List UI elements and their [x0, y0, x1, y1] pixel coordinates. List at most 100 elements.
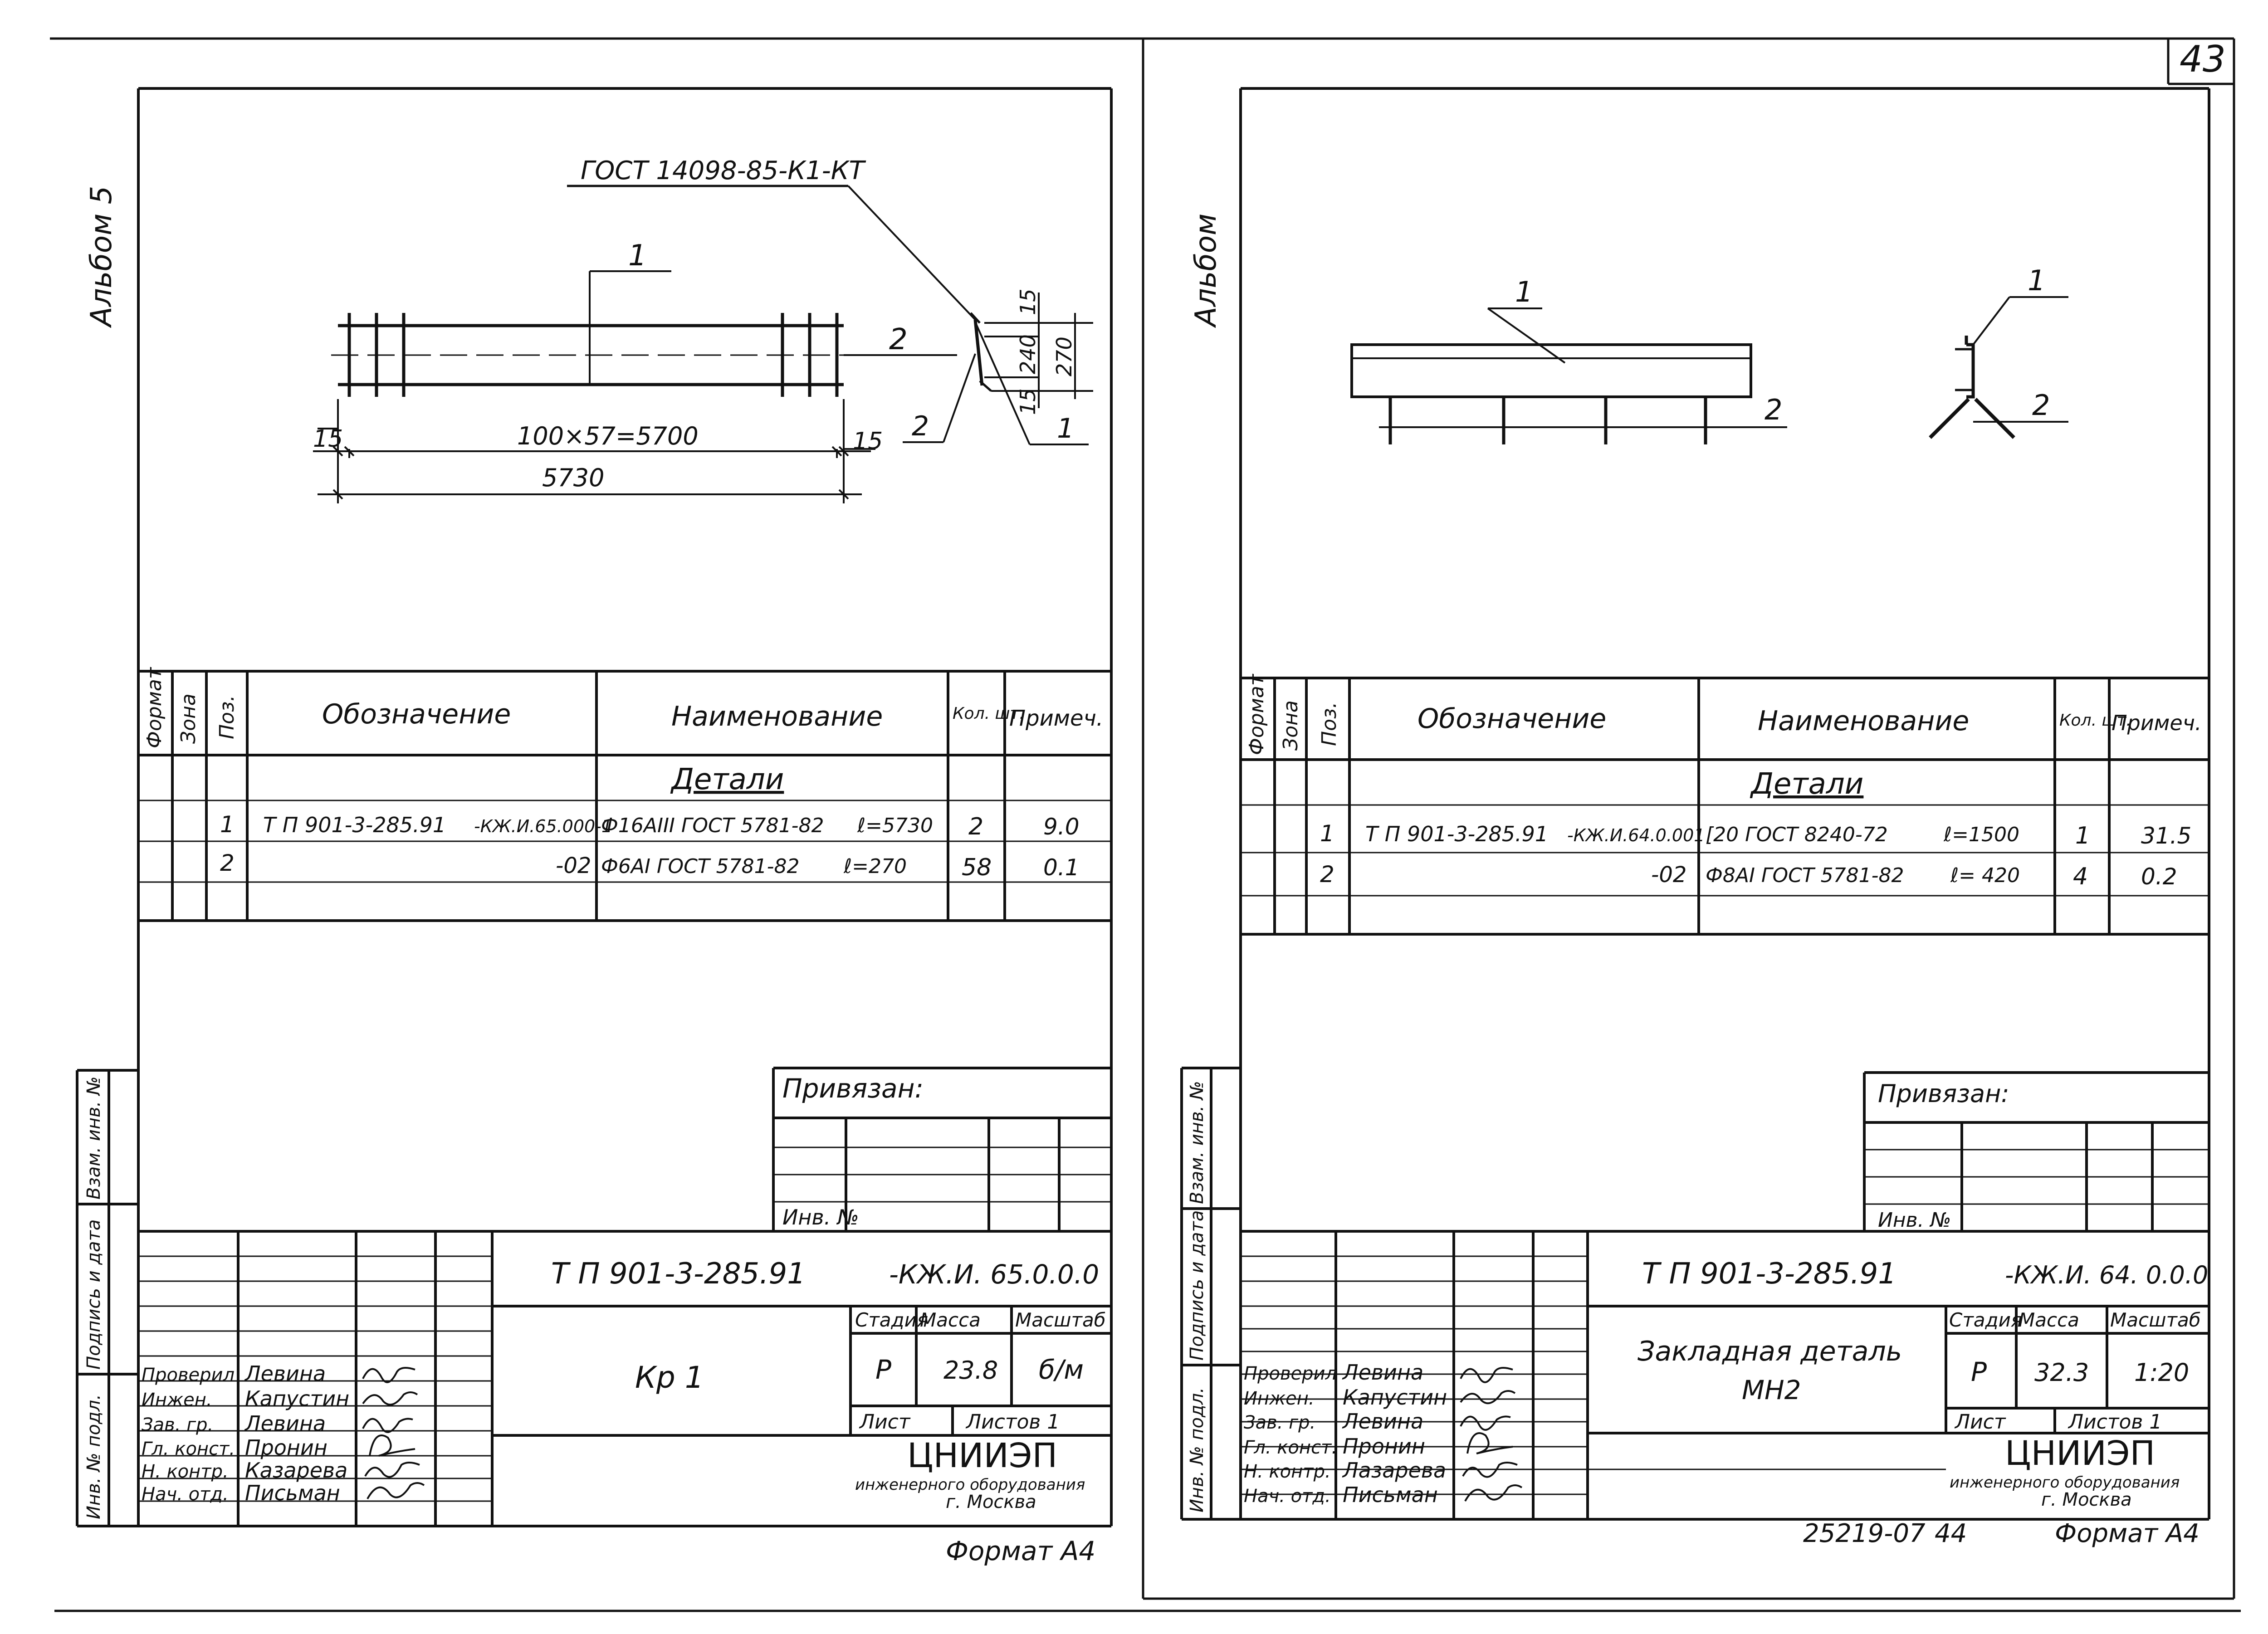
staff-name: Казарева — [245, 1458, 347, 1483]
dim-15-bot: 15 — [1016, 388, 1040, 415]
mass-header: Масса — [2019, 1309, 2079, 1331]
inv-no-label: Инв. № — [782, 1205, 859, 1229]
row2-note: 0.1 — [1043, 854, 1080, 881]
privyazan-label: Привязан: — [782, 1073, 924, 1104]
hdr-designation: Обозначение — [1418, 703, 1606, 735]
doc-code: Т П 901-3-285.91 — [1642, 1257, 1897, 1291]
hdr-name: Наименование — [1758, 705, 1969, 737]
staff-name: Письман — [1343, 1483, 1438, 1507]
format-label: Формат А4 — [946, 1536, 1095, 1566]
sheets-header: Листов 1 — [2068, 1410, 2162, 1434]
row1-length: ℓ=1500 — [1943, 823, 2019, 846]
hdr-format: Формат — [1245, 673, 1268, 755]
section-title: Детали — [1750, 767, 1863, 801]
org-city: г. Москва — [946, 1492, 1036, 1512]
stage-header: Стадия — [855, 1309, 928, 1331]
staff-name: Левина — [1342, 1360, 1423, 1385]
mass-value: 32.3 — [2034, 1358, 2089, 1387]
org-sub: инженерного оборудования — [1950, 1473, 2180, 1492]
section-pos1-label: 1 — [1057, 413, 1074, 444]
staff-name: Левина — [244, 1361, 326, 1386]
staff-name: Левина — [244, 1411, 326, 1436]
row1-qty: 1 — [2075, 822, 2090, 849]
page-frame-lines — [50, 37, 2241, 1612]
item-name: Кр 1 — [635, 1360, 704, 1395]
row2-pos: 2 — [1320, 861, 1334, 888]
row1-name: [20 ГОСТ 8240-72 — [1706, 823, 1888, 846]
hdr-name: Наименование — [671, 701, 883, 732]
section-pos1-label: 1 — [2028, 264, 2045, 297]
sheet-header: Лист — [859, 1410, 911, 1434]
doc-suffix: -КЖ.И. 65.0.0.0 — [889, 1259, 1099, 1290]
staff-role: Проверил — [142, 1365, 235, 1385]
item-name: Закладная деталь — [1637, 1336, 1902, 1367]
hdr-pos: Поз. — [215, 695, 239, 739]
row1-designation: Т П 901-3-285.91 — [1365, 822, 1548, 846]
staff-role: Проверил — [1244, 1363, 1337, 1384]
staff-name: Левина — [1342, 1409, 1423, 1434]
page-number: 43 — [2180, 38, 2226, 80]
dim-15-right: 15 — [853, 428, 883, 455]
dim-total: 5730 — [542, 463, 604, 492]
privyazan-label: Привязан: — [1878, 1079, 2009, 1108]
pos1-label: 1 — [1515, 275, 1533, 308]
side-vzam: Взам. инв. № — [1187, 1081, 1207, 1204]
row1-name: Ф16АIII ГОСТ 5781-82 — [601, 814, 824, 837]
side-stamp: Инв. № подл. Подпись и дата Взам. инв. № — [1180, 1067, 1241, 1521]
hdr-designation: Обозначение — [322, 698, 511, 730]
sheet-header: Лист — [1954, 1410, 2006, 1434]
staff-role: Н. контр. — [1244, 1461, 1331, 1482]
doc-code: Т П 901-3-285.91 — [551, 1257, 806, 1291]
row2-length: ℓ= 420 — [1950, 864, 2020, 887]
dim-15-top: 15 — [1016, 288, 1040, 315]
album-label: Альбом 5 — [85, 186, 118, 328]
side-podpis: Подпись и дата — [1187, 1210, 1207, 1361]
org-name: ЦНИИЭП — [907, 1436, 1057, 1475]
row2-code: -02 — [556, 853, 591, 878]
staff-name: Пронин — [1343, 1434, 1425, 1458]
staff-role: Зав. гр. — [142, 1415, 213, 1435]
hdr-pos: Поз. — [1318, 702, 1341, 746]
pos1-label: 1 — [628, 239, 647, 273]
row1-code: -КЖ.И.64.0.001 — [1567, 825, 1705, 845]
mass-header: Масса — [920, 1309, 981, 1331]
staff-name: Капустин — [245, 1386, 349, 1411]
row1-length: ℓ=5730 — [857, 814, 933, 837]
album-label: Альбом — [1189, 214, 1223, 328]
row1-qty: 2 — [968, 813, 983, 840]
sheets-header: Листов 1 — [965, 1410, 1060, 1434]
staff-role: Инжен. — [1244, 1388, 1315, 1409]
row2-code: -02 — [1651, 862, 1686, 888]
mass-value: 23.8 — [943, 1356, 998, 1385]
hdr-qty: Кол. шт. — [953, 704, 1025, 723]
scale-header: Масштаб — [2110, 1309, 2201, 1331]
sheet-left: Альбом 5 1 2 — [76, 87, 1113, 1566]
side-inv-podl: Инв. № подл. — [1187, 1387, 1207, 1512]
row1-note: 9.0 — [1043, 814, 1080, 840]
staff-role: Нач. отд. — [142, 1484, 229, 1505]
sheet-right-frame — [1239, 87, 2210, 1521]
dim-240: 240 — [1016, 334, 1040, 374]
side-podpis: Подпись и дата — [83, 1219, 104, 1370]
scale-value: б/м — [1039, 1354, 1084, 1385]
section-title: Детали — [670, 763, 784, 796]
row2-length: ℓ=270 — [843, 855, 907, 878]
doc-suffix: -КЖ.И. 64. 0.0.0 — [2005, 1261, 2208, 1289]
pos2-label: 2 — [889, 323, 908, 356]
org-city: г. Москва — [2041, 1489, 2132, 1510]
row1-pos: 1 — [220, 811, 235, 838]
embed-plate-section: 1 2 — [1929, 264, 2068, 439]
org-sub: инженерного оборудования — [855, 1476, 1085, 1494]
cage-drawing: 1 2 15 15 100× — [313, 239, 957, 503]
hdr-note: Примеч. — [1009, 706, 1103, 731]
row2-pos: 2 — [220, 850, 235, 876]
embed-plate-drawing: 1 2 — [1350, 275, 1787, 444]
row2-name: Ф6АI ГОСТ 5781-82 — [601, 855, 800, 878]
hdr-zone: Зона — [177, 693, 200, 744]
org-name: ЦНИИЭП — [2005, 1434, 2155, 1473]
hdr-zone: Зона — [1279, 700, 1302, 751]
hdr-note: Примеч. — [2112, 711, 2202, 735]
row1-designation: Т П 901-3-285.91 — [263, 813, 446, 837]
staff-role: Н. контр. — [142, 1461, 229, 1482]
section-pos2-label: 2 — [2032, 389, 2050, 422]
